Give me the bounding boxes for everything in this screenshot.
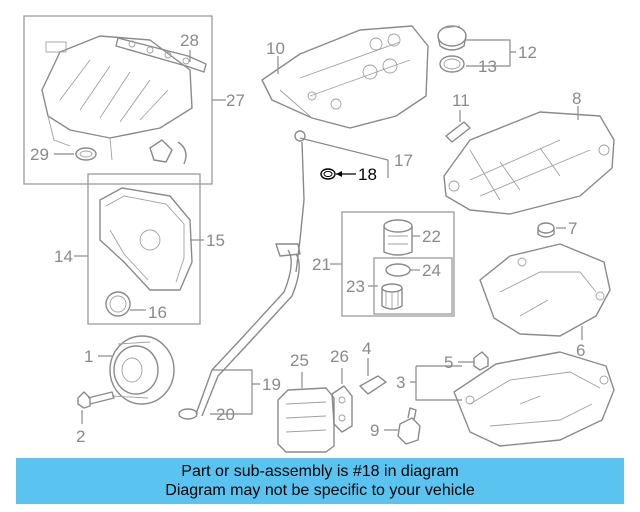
leader-19-20 <box>210 369 260 415</box>
leader-17 <box>299 137 389 178</box>
callout-7: 7 <box>568 219 577 238</box>
seal-ring-29-part <box>75 147 97 161</box>
crank-pulley-part <box>109 335 175 405</box>
callout-2: 2 <box>76 427 85 446</box>
oil-sensor-9-part <box>397 407 421 445</box>
callout-23: 23 <box>346 277 365 296</box>
callout-13: 13 <box>478 57 497 76</box>
callout-12: 12 <box>518 43 537 62</box>
timing-cover-group-box <box>87 173 201 325</box>
callout-21: 21 <box>312 255 331 274</box>
plug-7-part <box>537 222 555 238</box>
notice-line-part-number: Part or sub-assembly is #18 in diagram <box>181 463 459 480</box>
leader-12-13 <box>466 39 516 67</box>
drain-plug-5-part <box>473 351 489 371</box>
callout-10: 10 <box>266 39 285 58</box>
oil-cooler-25-part <box>277 387 335 453</box>
dipstick-part <box>294 130 306 273</box>
notice-line-disclaimer: Diagram may not be specific to your vehi… <box>165 482 475 499</box>
tube-seal-20-part <box>178 408 198 420</box>
callout-3: 3 <box>396 373 405 392</box>
dipstick-tube-part <box>195 243 301 417</box>
crank-seal-16-part <box>105 291 131 317</box>
bracket-11-part <box>445 121 471 143</box>
filter-housing-22-part <box>383 219 413 256</box>
callout-17: 17 <box>394 151 413 170</box>
leader-3 <box>410 365 462 401</box>
callout-4: 4 <box>362 339 371 358</box>
callout-28: 28 <box>180 31 199 50</box>
pulley-bolt-part <box>77 391 115 409</box>
notice-banner: Part or sub-assembly is #18 in diagram D… <box>16 458 624 504</box>
callout-29: 29 <box>30 145 49 164</box>
callout-22: 22 <box>422 227 441 246</box>
filter-o-ring-24-part <box>385 263 411 277</box>
baffle-4-part <box>359 375 387 395</box>
lower-cover-6-part <box>479 243 611 337</box>
callout-8: 8 <box>572 89 581 108</box>
callout-1: 1 <box>84 347 93 366</box>
callout-27: 27 <box>226 91 245 110</box>
callout-15: 15 <box>206 231 225 250</box>
intake-manifold-part <box>41 35 193 165</box>
cooler-gasket-26-part <box>331 385 353 433</box>
callout-18-highlighted: 18 <box>358 165 377 184</box>
valve-cover-part <box>261 25 429 129</box>
o-ring-18-part <box>320 168 356 180</box>
callout-14: 14 <box>54 247 73 266</box>
cap-seal-13-part <box>439 55 465 73</box>
ladder-frame-8-part <box>443 111 615 215</box>
callout-19: 19 <box>262 375 281 394</box>
callout-20: 20 <box>216 405 235 424</box>
filter-element-part <box>381 283 403 310</box>
oil-cap-part <box>437 25 467 51</box>
callout-24: 24 <box>422 261 441 280</box>
callout-9: 9 <box>370 421 379 440</box>
timing-cover-part <box>99 187 193 291</box>
parts-diagram: 28 27 29 10 12 13 11 8 17 18 14 15 16 21… <box>23 15 615 453</box>
callout-26: 26 <box>330 347 349 366</box>
oil-pan-3-part <box>453 351 615 447</box>
callout-16: 16 <box>148 303 167 322</box>
callout-11: 11 <box>452 91 470 110</box>
callout-6: 6 <box>576 341 585 360</box>
callout-5: 5 <box>444 353 453 372</box>
callout-25: 25 <box>290 351 309 370</box>
intake-gasket-28-part <box>115 37 207 73</box>
